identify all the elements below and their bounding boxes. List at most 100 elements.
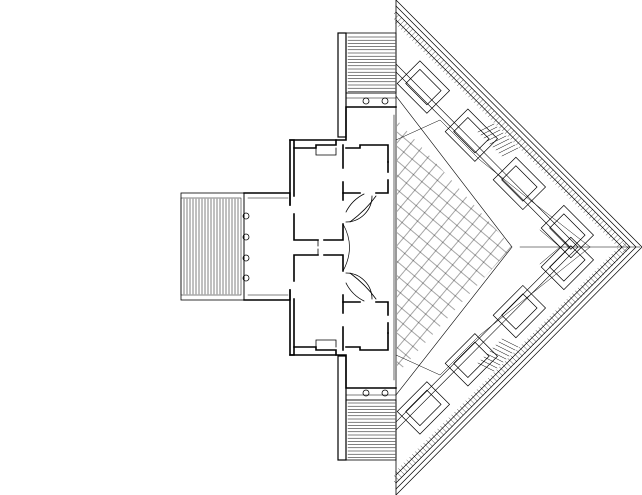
hatch-mark	[395, 471, 402, 478]
hatch-mark	[617, 248, 624, 255]
gallery-bay	[540, 204, 595, 259]
hatch-mark	[569, 296, 576, 303]
hatch-mark	[603, 226, 610, 233]
hatch-mark	[563, 301, 571, 309]
hatch-mark	[569, 192, 576, 199]
hatch-mark	[600, 223, 607, 230]
corner-stair-tread	[501, 147, 519, 157]
corner-stair-tread	[477, 123, 495, 133]
hatch-mark	[552, 175, 560, 182]
hatch-mark	[412, 454, 419, 461]
hatch-mark	[437, 59, 445, 67]
hatch-mark	[589, 276, 596, 284]
hatch-mark	[555, 178, 562, 185]
hatch-mark	[400, 465, 408, 473]
hatch-mark	[487, 378, 495, 385]
hatch-mark	[476, 389, 484, 396]
hatch-mark	[459, 82, 467, 89]
hatch-mark	[479, 101, 487, 109]
hatch-mark	[482, 104, 489, 112]
hatch-mark	[429, 51, 436, 58]
north-wing-rooms	[289, 106, 397, 241]
colonnade-gallery-lower	[396, 236, 595, 435]
gallery-bay	[444, 333, 499, 387]
hatch-mark	[524, 147, 532, 154]
hatch-mark	[493, 116, 501, 123]
hatch-mark	[605, 259, 613, 267]
hatch-mark	[608, 256, 616, 264]
hatch-mark	[496, 369, 503, 377]
corner-stair-tread	[486, 353, 504, 363]
hatch-mark	[513, 352, 520, 360]
hatch-mark	[426, 440, 433, 447]
corner-stair-tread	[501, 338, 519, 348]
gallery-bay-inner	[405, 389, 442, 427]
central-hall	[317, 114, 395, 381]
hatch-mark	[563, 186, 571, 194]
hatch-mark	[605, 228, 613, 236]
hatch-mark	[496, 118, 503, 126]
hatch-mark	[510, 132, 518, 140]
hatch-mark	[414, 37, 422, 44]
hatch-mark	[465, 87, 473, 95]
corner-stair-tread	[483, 356, 501, 366]
north-porch-columns	[362, 97, 389, 105]
hatch-mark	[516, 138, 523, 146]
hatch-mark	[524, 341, 532, 348]
hatch-mark	[535, 158, 543, 165]
hatch-mark	[558, 180, 565, 188]
hatch-mark	[395, 17, 402, 24]
gallery-bay-inner	[405, 68, 442, 106]
hatch-mark	[546, 318, 554, 326]
hatch-mark	[473, 392, 481, 399]
hatch-mark	[558, 307, 565, 315]
hatch-mark	[586, 279, 593, 286]
hatch-mark	[443, 423, 450, 430]
hatch-mark	[423, 442, 430, 450]
corner-stair-tread	[495, 141, 513, 151]
hatch-mark	[572, 195, 579, 202]
hatch-mark	[403, 462, 411, 470]
gallery-bay-inner	[549, 245, 586, 282]
south-wing-rooms	[289, 254, 397, 389]
hatch-mark	[577, 287, 585, 295]
hatch-mark	[440, 425, 447, 433]
hatch-mark	[471, 93, 478, 101]
hatch-mark	[454, 411, 461, 419]
hatch-mark	[541, 163, 548, 171]
hatch-mark	[420, 445, 428, 453]
hatch-mark	[575, 290, 582, 298]
hatch-mark	[440, 62, 447, 70]
corner-stair-tread	[498, 341, 516, 351]
hatch-mark	[426, 48, 433, 55]
hatch-mark	[462, 85, 470, 92]
hatch-mark	[457, 79, 464, 86]
gallery-bay	[396, 60, 451, 114]
hatch-mark	[586, 209, 593, 216]
hatch-mark	[572, 293, 579, 300]
hatch-mark	[532, 155, 540, 163]
hatch-mark	[423, 45, 430, 53]
hatch-mark	[437, 428, 445, 436]
hatch-mark	[414, 451, 422, 458]
hatch-mark	[443, 65, 450, 72]
gallery-bay-inner	[549, 213, 586, 250]
hatch-mark	[549, 172, 557, 180]
hatch-mark	[482, 383, 489, 391]
hatch-mark	[409, 31, 416, 39]
hatch-mark	[535, 330, 543, 337]
hatch-mark	[518, 346, 526, 354]
corner-stair-tread	[498, 144, 516, 154]
hatch-mark	[468, 90, 475, 98]
main-entrance-stair	[180, 192, 245, 301]
hatch-mark	[538, 161, 546, 168]
hatch-mark	[448, 70, 456, 78]
hatch-mark	[594, 270, 602, 278]
courtyard-paving	[397, 120, 512, 374]
hatch-mark	[448, 417, 456, 425]
hatch-mark	[566, 299, 574, 306]
hatch-mark	[406, 459, 414, 467]
hatch-mark	[527, 338, 534, 346]
gallery-bay	[444, 108, 499, 162]
hatch-mark	[566, 189, 574, 196]
